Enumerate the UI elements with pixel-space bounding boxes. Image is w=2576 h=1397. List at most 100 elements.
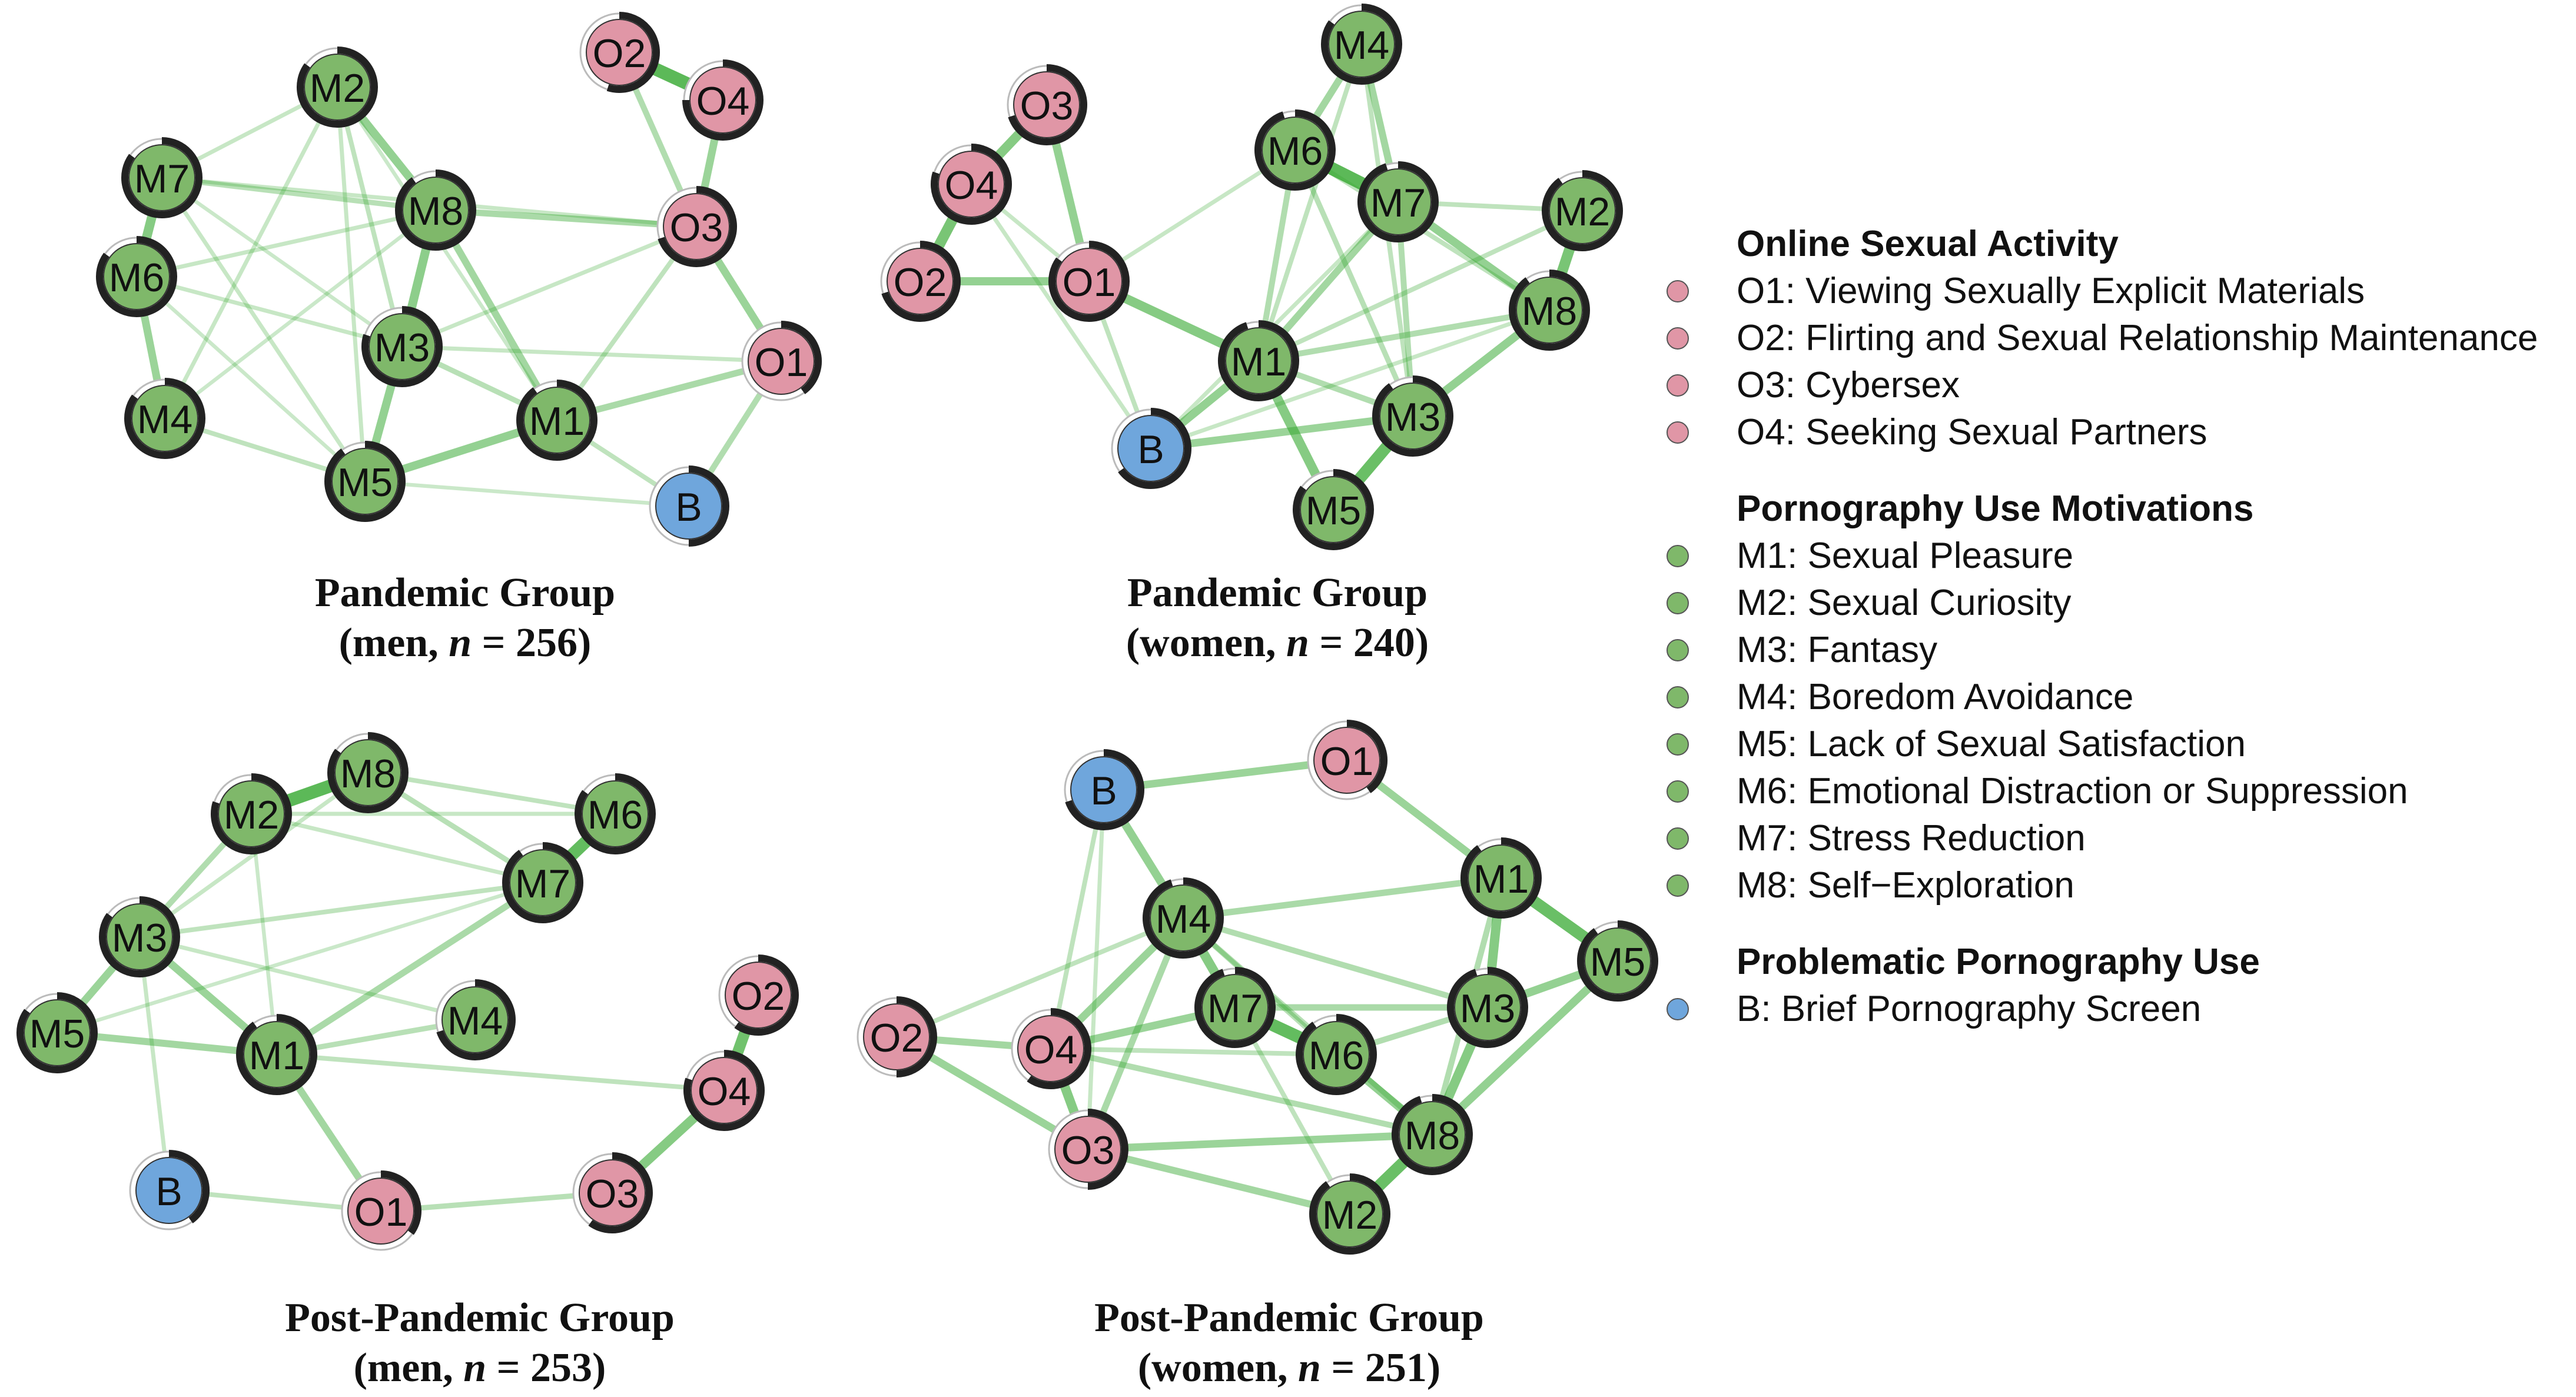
node-M3: M3 xyxy=(1372,375,1453,457)
legend-item: O4: Seeking Sexual Partners xyxy=(1737,412,2207,453)
edge-B-O1 xyxy=(1100,756,1351,794)
edge-O1-M6 xyxy=(1087,148,1297,284)
node-circle xyxy=(1468,844,1535,912)
edge-M1-M2 xyxy=(1256,208,1585,363)
node-label: M5 xyxy=(1590,940,1645,984)
caption-postpandemic-women: Post-Pandemic Group(women, n = 251) xyxy=(1094,1295,1484,1391)
node-circle xyxy=(1225,327,1292,394)
node-label: M1 xyxy=(1231,340,1286,384)
node-M5: M5 xyxy=(324,441,406,522)
node-label: M5 xyxy=(29,1012,85,1056)
edge-M6-M5 xyxy=(134,274,367,484)
edge-M6-M3 xyxy=(1292,147,1416,419)
node-M7: M7 xyxy=(121,137,203,218)
subtitle-post: = 240) xyxy=(1309,620,1429,666)
edge-M2-M7 xyxy=(249,811,545,885)
node-ring-arc xyxy=(516,380,597,461)
node-M7: M7 xyxy=(1194,967,1276,1048)
node-label: M6 xyxy=(109,255,164,300)
legend-dot xyxy=(1667,686,1689,709)
node-circle xyxy=(1399,1101,1466,1168)
node-label: M8 xyxy=(340,751,396,796)
node-ring-arc xyxy=(1118,408,1191,489)
node-ring-arc xyxy=(1357,161,1439,242)
node-ring-arc xyxy=(236,1014,317,1095)
node-ring-arc xyxy=(361,306,443,387)
node-circle xyxy=(1262,117,1329,184)
node-label: O1 xyxy=(1063,260,1116,305)
node-circle xyxy=(1379,382,1446,450)
node-circle xyxy=(1054,1116,1121,1183)
node-ring-arc xyxy=(1577,920,1658,1002)
node-circle xyxy=(523,387,590,454)
edge-M2-M1 xyxy=(335,85,559,423)
node-label: M3 xyxy=(374,325,430,370)
node-M2: M2 xyxy=(211,773,292,854)
node-M6: M6 xyxy=(575,773,656,854)
node-label: B xyxy=(1090,769,1117,813)
node-B: B xyxy=(649,465,729,547)
node-O4: O4 xyxy=(683,1050,765,1131)
node-circle xyxy=(1201,974,1269,1041)
edge-M8-M3 xyxy=(137,770,370,939)
node-label: O3 xyxy=(586,1172,639,1216)
node-ring-arc xyxy=(502,842,583,923)
node-M1: M1 xyxy=(516,380,597,461)
edge-M6-M3 xyxy=(134,274,404,349)
subtitle-n: n xyxy=(1286,620,1309,666)
node-circle xyxy=(106,903,173,970)
legend-dot xyxy=(1667,780,1689,803)
node-ring-arc xyxy=(781,321,822,394)
node-circle xyxy=(331,448,399,515)
node-M2: M2 xyxy=(1309,1173,1390,1255)
node-ring-arc xyxy=(1254,109,1336,191)
node-M4: M4 xyxy=(435,979,516,1060)
edge-O3-M4 xyxy=(1084,914,1187,1153)
node-label: M1 xyxy=(1473,857,1529,902)
node-M4: M4 xyxy=(1142,877,1224,959)
node-circle xyxy=(689,66,756,134)
node-ring-arc xyxy=(1321,4,1402,85)
node-label: O1 xyxy=(755,340,808,385)
node-M2: M2 xyxy=(297,46,378,128)
node-label: M5 xyxy=(337,460,393,505)
caption-pandemic-men: Pandemic Group(men, n = 256) xyxy=(315,570,615,666)
node-label: M6 xyxy=(1267,129,1323,174)
node-ring-arc xyxy=(688,465,729,547)
subtitle-n: n xyxy=(449,620,472,666)
edge-M7-M3 xyxy=(160,175,404,349)
node-O4: O4 xyxy=(1011,1008,1091,1089)
node-circle xyxy=(103,243,170,310)
node-label: B xyxy=(675,485,702,530)
node-label: M7 xyxy=(515,862,570,906)
node-circle xyxy=(135,1157,203,1224)
node-circle xyxy=(128,144,195,211)
node-label: B xyxy=(155,1169,182,1214)
node-O1: O1 xyxy=(741,321,822,401)
node-O3: O3 xyxy=(572,1152,653,1233)
legend-dot xyxy=(1667,280,1689,302)
node-M1: M1 xyxy=(1218,320,1299,401)
node-circle xyxy=(402,177,469,244)
caption-pandemic-women: Pandemic Group(women, n = 240) xyxy=(1126,570,1429,666)
node-O4: O4 xyxy=(931,144,1012,225)
node-M6: M6 xyxy=(96,236,177,317)
edge-M6-M8 xyxy=(134,208,438,279)
node-M3: M3 xyxy=(361,306,443,387)
node-circle xyxy=(441,986,509,1053)
node-M3: M3 xyxy=(1446,967,1528,1048)
node-M6: M6 xyxy=(1296,1014,1377,1095)
node-label: O4 xyxy=(698,1069,751,1114)
edges xyxy=(53,766,764,1215)
node-label: M3 xyxy=(1385,395,1440,440)
node-ring-arc xyxy=(16,992,98,1073)
legend-dot xyxy=(1667,421,1689,444)
node-circle xyxy=(663,193,730,260)
node-circle xyxy=(725,962,792,1029)
